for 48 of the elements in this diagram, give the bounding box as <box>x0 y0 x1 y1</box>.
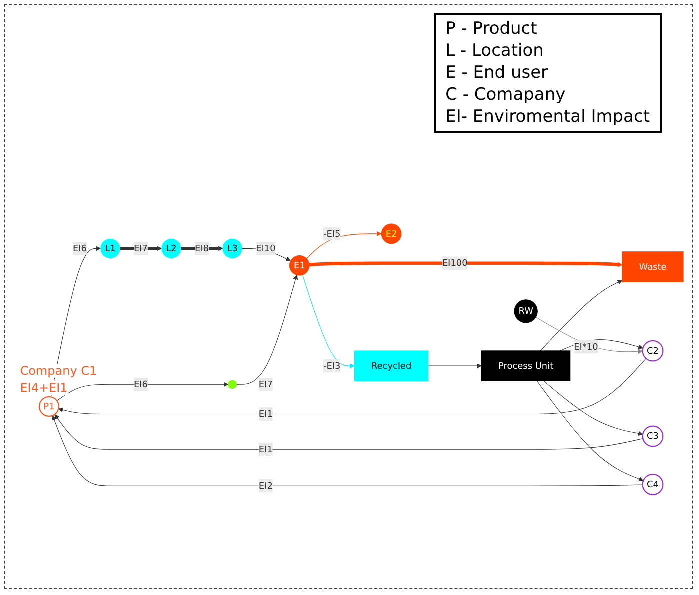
node-circle: RW <box>514 300 538 324</box>
arrow <box>120 246 162 252</box>
arrow <box>56 382 229 402</box>
node-circle: C2 <box>642 340 664 362</box>
edge-label: EI7 <box>258 379 273 390</box>
edge-label: EI*10 <box>574 341 598 352</box>
legend-entry: P - Product <box>446 18 538 40</box>
arrow <box>540 280 623 352</box>
edge-label: EI8 <box>195 243 210 254</box>
legend-entry: E - End user <box>446 62 550 84</box>
arrow <box>428 364 482 369</box>
node-box: Recycled <box>354 350 429 382</box>
legend-entry: L - Location <box>446 40 545 62</box>
node-circle: E2 <box>381 224 402 244</box>
node-circle: L3 <box>222 238 242 258</box>
arrow <box>309 262 623 268</box>
legend-entry: C - Comapany <box>446 84 567 106</box>
arrow <box>54 414 644 450</box>
edge-label: EI10 <box>256 243 276 254</box>
node-caption: EI4+EI1 <box>20 380 68 395</box>
legend-entry: EI- Enviromental Impact <box>446 106 650 128</box>
arrow <box>306 232 382 260</box>
node-box: Process Unit <box>482 350 571 382</box>
arrow <box>58 358 646 415</box>
node-circle: L1 <box>100 238 120 258</box>
node-circle: C4 <box>642 474 664 496</box>
edge-label: EI6 <box>72 243 87 254</box>
node-circle: C3 <box>642 426 664 448</box>
edge-label: EI1 <box>258 408 273 420</box>
edge-label: -EI5 <box>323 228 341 239</box>
edge-label: EI2 <box>258 480 273 492</box>
edge-label: EI6 <box>134 379 148 390</box>
edge-label: EI7 <box>134 243 148 254</box>
arrow <box>52 416 644 486</box>
node-circle <box>228 380 238 390</box>
arrow <box>544 380 644 436</box>
arrow <box>236 274 298 385</box>
edge-label: EI1 <box>258 444 273 455</box>
node-box: Waste <box>622 252 684 282</box>
node-circle: L2 <box>162 238 182 258</box>
arrow <box>302 274 355 369</box>
node-circle: E1 <box>289 256 310 276</box>
edge-label: -EI3 <box>323 360 341 372</box>
node-caption: Company C1 <box>20 364 98 378</box>
arrow <box>181 246 224 252</box>
arrow <box>536 380 644 482</box>
edge-label: EI100 <box>442 258 468 268</box>
node-circle: P1 <box>38 396 60 417</box>
